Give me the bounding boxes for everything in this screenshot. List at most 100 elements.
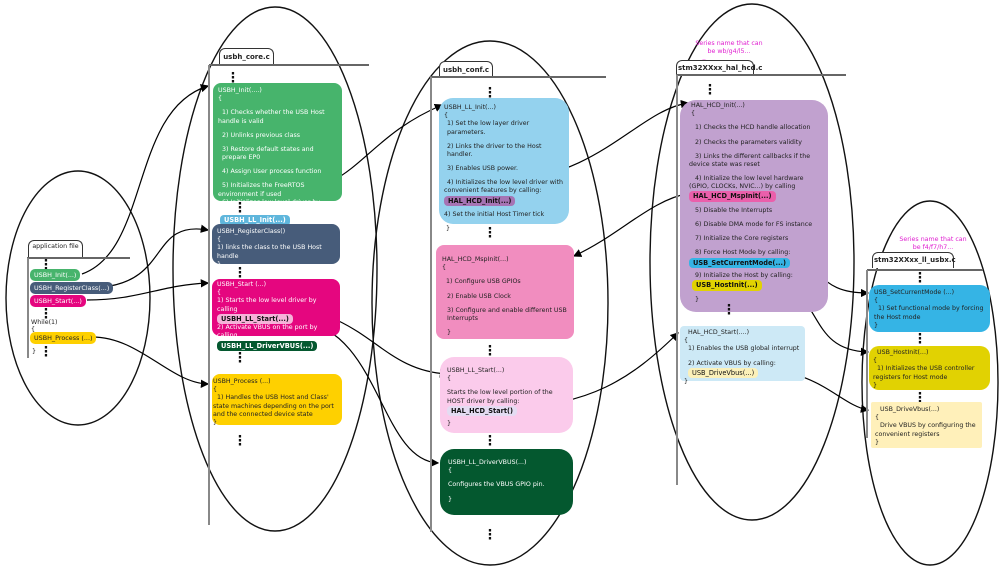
usbh-process-block: USBH_Process (...) { 1) Handles the USB … <box>212 374 342 426</box>
usbh-core-header-line <box>209 64 369 66</box>
hal-hcd-init-step: 7) Initialize the Core registers <box>695 235 789 243</box>
usbh-ll-init-step: 3) Enables USB power. <box>447 165 519 173</box>
usbh-registerclass-block: USBH_RegisterClass() { 1) links the clas… <box>212 224 340 268</box>
usbh-process-title: USBH_Process (...) <box>213 378 271 385</box>
app-call-usbh-start[interactable]: USBH_Start(...) <box>30 295 86 307</box>
usbh-init-step: 1) Checks whether the USB Host handle is… <box>218 109 325 125</box>
ellipsis-icon: ··· <box>237 262 243 285</box>
hal-hcd-start-step: 1) Enables the USB global interrupt <box>688 345 800 353</box>
ellipsis-icon: ··· <box>487 222 493 245</box>
ellipsis-icon: ··· <box>43 341 49 364</box>
usbh-process-step: 1) Handles the USB Host and Class' state… <box>213 394 334 418</box>
brace: } <box>875 438 880 446</box>
application-header-line <box>27 257 130 259</box>
brace: { <box>691 110 696 118</box>
usb-hostinit-step: 1) Initializes the USB controller regist… <box>873 365 975 381</box>
brace: { <box>447 375 452 383</box>
usb-drivevbus-call[interactable]: USB_DriveVbus(...) <box>688 367 759 379</box>
ll-usb-margin-line <box>866 270 868 438</box>
usbh-init-step: 2) Unlinks previous class <box>222 131 301 139</box>
usbh-init-step: 6) Initializes low level driver by calli… <box>222 198 321 214</box>
usbh-registerclass-title: USBH_RegisterClass() <box>217 228 286 235</box>
brace: { <box>442 264 447 272</box>
usbh-ll-init-block: USBH_LL_Init(...) { 1) Set the low layer… <box>439 98 569 232</box>
usb-hostinit-call[interactable]: USB_HostInit(...) <box>692 280 762 291</box>
hal-hcd-margin-line <box>676 75 678 485</box>
usbh-ll-drivervbus-call[interactable]: USBH_LL_DriverVBUS(...) <box>217 340 318 352</box>
brace: } <box>217 351 222 359</box>
app-call-usbh-registerclass[interactable]: USBH_RegisterClass(...) <box>30 282 114 294</box>
hal-hcd-mspinit-step: 1) Configure USB GPIOs <box>446 278 521 286</box>
hal-hcd-tab[interactable]: stm32XXxx_hal_hcd.c <box>676 60 762 76</box>
usbh-conf-ellipse <box>371 40 609 566</box>
usbh-ll-init-call[interactable]: USBH_LL_Init(...) <box>220 215 290 226</box>
brace: { <box>684 337 689 345</box>
hal-hcd-start-title: HAL_HCD_Start(....) <box>688 329 750 336</box>
hal-hcd-init-call[interactable]: HAL_HCD_Init(...) <box>444 195 516 207</box>
usbh-start-step: 1) Starts the low level driver by callin… <box>217 297 317 313</box>
brace: } <box>873 381 878 389</box>
application-margin-line <box>27 258 29 358</box>
usbh-start-step: 2) Activate VBUS on the port by calling <box>217 324 318 340</box>
usbh-core-tab[interactable]: usbh_core.c <box>219 48 274 65</box>
usb-hostinit-block: USB_HostInit(...) { 1) Initializes the U… <box>869 346 990 390</box>
brace: } <box>695 295 700 303</box>
hal-hcd-init-step: 8) Force Host Mode by calling: <box>695 249 791 257</box>
ll-usb-tab[interactable]: stm32XXxx_ll_usbx.c <box>872 252 956 268</box>
brace: } <box>217 260 222 268</box>
connector-usbh-process <box>91 336 210 389</box>
ellipsis-icon: ··· <box>237 347 243 370</box>
brace: } <box>447 420 452 428</box>
brace: { <box>448 467 453 475</box>
app-call-usbh-init[interactable]: USBH_Init(...) <box>30 269 81 281</box>
usbh-ll-drivervbus-step: Configures the VBUS GPIO pin. <box>448 481 545 489</box>
usb-setcurrentmode-call[interactable]: USB_SetCurrentMode(...) <box>689 257 790 269</box>
usbh-ll-start-title: USBH_LL_Start(...) <box>447 367 505 374</box>
ellipsis-icon: ··· <box>917 267 923 290</box>
ellipsis-icon: ··· <box>237 197 243 220</box>
brace: } <box>448 495 453 503</box>
hal-hcd-init-step: 4) Initialize the low level hardware (GP… <box>689 175 804 191</box>
usbh-ll-init-step: 2) Links the driver to the Host handler. <box>447 142 542 158</box>
ellipsis-icon: ··· <box>43 303 49 326</box>
hal-hcd-start-call[interactable]: HAL_HCD_Start() <box>447 405 518 417</box>
brace: { <box>217 236 222 244</box>
usb-setcurrentmode-title: USB_SetCurrentMode (...) <box>874 289 955 296</box>
brace: { <box>874 297 879 305</box>
brace: { <box>875 414 880 422</box>
application-file-ellipse <box>5 170 151 426</box>
usbh-ll-start-call[interactable]: USBH_LL_Start(...) <box>217 313 293 325</box>
ll-usb-ellipse <box>861 200 999 566</box>
usbh-init-step: 4) Assign User process function <box>222 168 322 176</box>
app-call-usbh-process[interactable]: USBH_Process (...) <box>30 332 97 344</box>
hal-hcd-init-step: 5) Disable the Interrupts <box>695 206 773 214</box>
usbh-start-title: USBH_Start (...) <box>217 281 267 288</box>
usbh-conf-tab[interactable]: usbh_conf.c <box>439 61 493 78</box>
usbh-ll-drivervbus-block: USBH_LL_DriverVBUS(...) { Configures the… <box>440 449 573 515</box>
brace: { <box>444 112 449 120</box>
hal-hcd-header-line <box>676 74 846 76</box>
brace: } <box>684 378 689 386</box>
usbh-ll-init-title: USBH_LL_Init(...) <box>444 104 496 111</box>
ll-usb-header-line <box>867 269 983 271</box>
usbh-ll-start-block: USBH_LL_Start(...) { Starts the low leve… <box>440 357 573 433</box>
usbh-ll-drivervbus-title: USBH_LL_DriverVBUS(...) <box>448 459 527 466</box>
usb-setcurrentmode-step: 1) Set functional mode by forcing the Ho… <box>874 305 984 321</box>
brace: { <box>873 357 878 365</box>
usbh-ll-init-step: 4) Initializes the low level driver with… <box>444 179 564 195</box>
connector-usbh-init <box>81 84 210 275</box>
usb-drivevbus-title: USB_DriveVbus(...) <box>880 406 940 413</box>
hal-hcd-mspinit-call[interactable]: HAL_HCD_MspInit(...) <box>689 191 776 202</box>
brace: } <box>446 225 451 233</box>
usbh-ll-start-step: Starts the low level portion of the HOST… <box>447 389 553 405</box>
brace: { <box>213 386 218 394</box>
while-close-brace: } <box>32 348 37 355</box>
ellipsis-icon: ··· <box>726 299 732 322</box>
ll-usb-series-note: Series name that can be f4/f7/h7... <box>899 236 967 251</box>
usb-hostinit-title: USB_HostInit(...) <box>877 349 929 356</box>
connector-usbh-start <box>86 279 210 301</box>
usbh-init-step: 5) Initializes the FreeRTOS environment … <box>218 182 305 198</box>
ellipsis-icon: ··· <box>487 430 493 453</box>
application-file-tab[interactable]: application file <box>28 240 83 258</box>
hal-hcd-init-step: 1) Checks the HCD handle allocation <box>695 124 811 132</box>
